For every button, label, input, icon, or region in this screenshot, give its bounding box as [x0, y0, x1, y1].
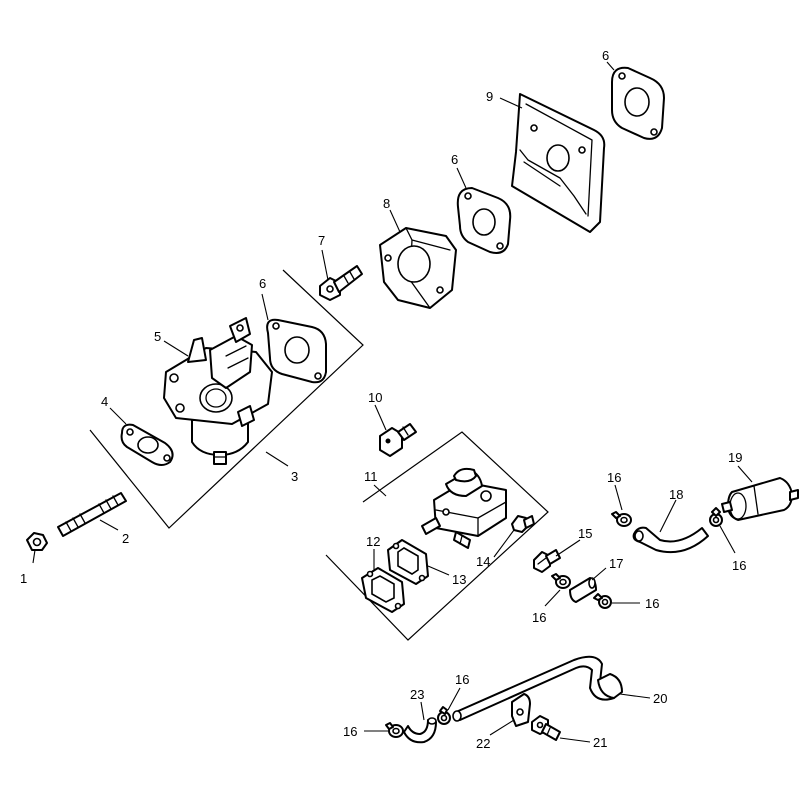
callout-16-a: 16	[607, 470, 621, 485]
callout-19: 19	[728, 450, 742, 465]
callout-16-e: 16	[343, 724, 357, 739]
callout-22: 22	[476, 736, 490, 751]
callout-2: 2	[122, 531, 129, 546]
callout-12: 12	[366, 534, 380, 549]
callout-5: 5	[154, 329, 161, 344]
part-20-fuel-line	[452, 655, 623, 722]
part-6-gasket-lower	[266, 318, 327, 384]
callout-1: 1	[20, 571, 27, 586]
callout-16-b: 16	[732, 558, 746, 573]
part-23-elbow-hose	[403, 717, 437, 744]
callout-3: 3	[291, 469, 298, 484]
part-6-gasket-middle	[456, 187, 512, 254]
part-18-hose	[632, 526, 709, 554]
callout-8: 8	[383, 196, 390, 211]
part-12-pump-gasket	[361, 567, 405, 613]
part-5-carburetor	[163, 317, 273, 465]
callout-10: 10	[368, 390, 382, 405]
part-9-heat-shield	[511, 93, 606, 233]
part-10-elbow-fitting	[379, 423, 417, 457]
part-16-clamp-c	[551, 573, 571, 589]
callout-18: 18	[669, 487, 683, 502]
carburetor-assembly-bracket	[89, 269, 364, 529]
callout-11: 11	[364, 469, 378, 484]
part-2-stud	[57, 492, 127, 537]
part-21-screw	[531, 715, 561, 741]
callout-16-f: 16	[455, 672, 469, 687]
part-1-nut	[26, 532, 48, 551]
part-16-clamp-b	[709, 507, 723, 527]
part-4-carburetor-gasket	[120, 423, 174, 466]
part-7-bolt	[319, 265, 363, 301]
callout-7: 7	[318, 233, 325, 248]
part-19-fuel-filter	[721, 477, 799, 521]
part-6-gasket-upper	[611, 66, 665, 140]
part-16-clamp-e	[385, 722, 404, 738]
leader-lines	[32, 61, 753, 743]
callout-6-lower: 6	[259, 276, 266, 291]
callout-20: 20	[653, 691, 667, 706]
callout-16-c: 16	[532, 610, 546, 625]
callout-13: 13	[452, 572, 466, 587]
part-16-clamp-f	[437, 706, 451, 725]
part-15-fitting	[533, 549, 561, 573]
callout-labels: 1 2 3 4 5 6 7 8 6 9 6 10 11 12 13 14 15 …	[20, 48, 746, 751]
callout-15: 15	[578, 526, 592, 541]
fuel-pump-assembly-bracket	[325, 431, 549, 641]
part-8-intake-spacer	[379, 227, 457, 309]
part-13-pump-gasket	[387, 539, 429, 585]
part-16-clamp-a	[611, 511, 632, 527]
part-16-clamp-d	[593, 593, 612, 609]
callout-23: 23	[410, 687, 424, 702]
callout-21: 21	[593, 735, 607, 750]
callout-4: 4	[101, 394, 108, 409]
part-11-fuel-pump	[421, 467, 507, 549]
part-22-clip	[511, 693, 531, 727]
part-14-screw	[511, 515, 535, 533]
part-17-hose	[569, 577, 597, 603]
callout-17: 17	[609, 556, 623, 571]
callout-14: 14	[476, 554, 490, 569]
callout-16-d: 16	[645, 596, 659, 611]
callout-6-middle: 6	[451, 152, 458, 167]
callout-6-upper: 6	[602, 48, 609, 63]
callout-9: 9	[486, 89, 493, 104]
